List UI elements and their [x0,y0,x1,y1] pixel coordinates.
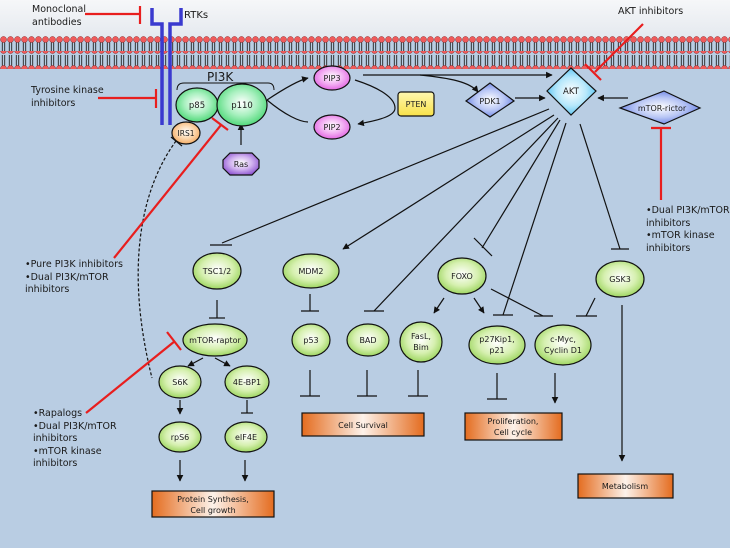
rtk-receptor [150,8,183,125]
node-pdk1 [464,82,516,118]
label-cell-cycle: Cell cycle [494,428,532,437]
label-mtor-rictor: mTOR-rictor [638,104,687,113]
outcome-metabolism [577,473,674,499]
inhibitor-label-akt: AKT inhibitors [618,6,684,17]
label-fasl: FasL, [411,332,431,341]
pi3k-label: PI3K [207,70,234,84]
inhibitor-label-tki: Tyrosine kinase inhibitors [31,85,104,109]
inhibitor-label-mtorc1: •Rapalogs •Dual PI3K/mTOR inhibitors •mT… [33,408,117,469]
label-tsc: TSC1/2 [202,267,231,276]
label-4ebp1: 4E-BP1 [233,378,261,387]
node-foxo [437,257,487,295]
outcome-proliferation [464,412,563,441]
node-pip3 [313,65,351,91]
label-mtor-raptor: mTOR-raptor [189,336,241,345]
label-eif4e: eIF4E [235,433,257,442]
label-metabolism: Metabolism [602,482,648,491]
node-fasl-bim [399,321,443,363]
rtk-label: RTKs [184,10,208,21]
pi3k-bracket [176,82,275,91]
label-bad: BAD [359,336,376,345]
node-akt [546,67,597,116]
membrane-outer-leaflet [0,36,730,54]
label-p110: p110 [231,101,253,111]
label-p53: p53 [303,336,318,345]
label-irs1: IRS1 [178,129,195,138]
node-cmyc-cyclind1 [534,324,592,366]
label-cell-growth: Cell growth [190,506,235,515]
label-pten: PTEN [406,100,427,109]
label-cyclind1: Cyclin D1 [544,346,582,355]
label-pip3: PIP3 [323,74,340,83]
node-mdm2 [282,253,340,289]
inhibitor-label-mtorc2: •Dual PI3K/mTOR inhibitors •mTOR kinase … [646,205,730,254]
pathway-edges [137,71,629,482]
label-foxo: FOXO [451,272,473,281]
node-irs1 [171,121,201,145]
label-gsk3: GSK3 [609,275,631,284]
label-ras: Ras [234,160,248,169]
label-pip2: PIP2 [323,123,340,132]
inhibitor-mark-mtorc1 [85,331,182,414]
node-mtor-rictor [618,90,702,125]
node-4ebp1 [224,365,270,399]
label-pdk1: PDK1 [479,97,500,106]
node-p110 [216,83,268,127]
label-cell-survival: Cell Survival [338,421,388,430]
outcome-protein-synthesis [151,490,275,518]
label-s6k: S6K [172,378,188,387]
node-rps6 [158,421,202,453]
label-rps6: rpS6 [171,433,190,442]
node-pten [397,91,435,117]
node-tsc [192,252,242,290]
extracellular-space [0,0,730,40]
membrane-inner-leaflet [0,51,730,69]
outcome-cell-survival [301,412,425,437]
node-p53 [291,323,331,357]
label-proliferation: Proliferation, [488,417,539,426]
label-akt: AKT [563,87,580,97]
node-s6k [158,365,202,399]
node-bad [346,323,390,357]
inhibitor-mark-pi3k [113,117,229,259]
label-bim: Bim [413,343,429,352]
inhibitor-mark-akt [584,23,644,81]
inhibitor-mark-monoclonal [85,6,142,24]
label-p27: p27Kip1, [479,335,514,344]
node-mtor-raptor [182,323,248,357]
node-gsk3 [595,260,645,298]
label-p21: p21 [489,346,504,355]
node-eif4e [224,421,268,453]
inhibitor-label-monoclonal: Monoclonal antibodies [32,4,86,28]
label-p85: p85 [189,101,205,111]
inhibitor-mark-mtorc2 [651,126,671,200]
node-p27-p21 [468,325,526,365]
label-mdm2: MDM2 [298,267,323,276]
inhibitor-mark-tki [98,89,158,108]
node-pip2 [313,114,351,140]
label-cmyc: c-Myc, [550,335,576,344]
node-ras [222,152,260,176]
label-protein-synthesis: Protein Synthesis, [177,495,249,504]
inhibitor-label-pi3k: •Pure PI3K inhibitors •Dual PI3K/mTOR in… [25,259,123,295]
